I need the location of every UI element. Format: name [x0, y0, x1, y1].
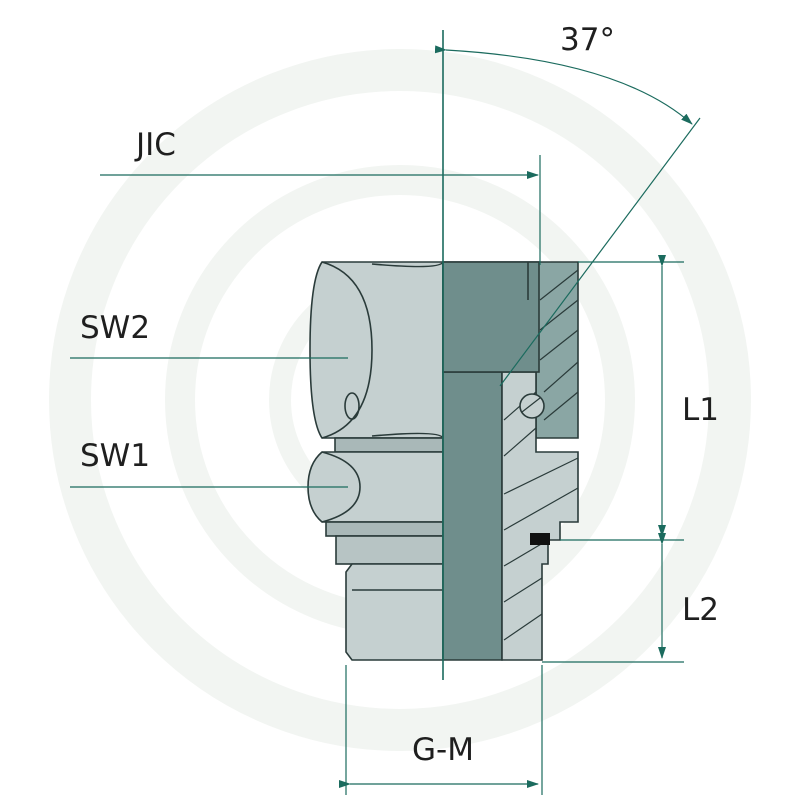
sw1-label: SW1 [80, 438, 150, 474]
collar [325, 521, 444, 537]
threaded-stud [345, 563, 444, 661]
snap-ring [519, 393, 545, 419]
sw2-label: SW2 [80, 310, 150, 346]
l2-label: L2 [682, 592, 719, 628]
undercut [335, 535, 444, 565]
l1-label: L1 [682, 392, 719, 428]
length-dimensions: L1 L2 [542, 255, 719, 663]
angle-dimension: 37° [434, 22, 701, 387]
seal-ring [530, 533, 550, 545]
jic-dimension: JIC [100, 127, 541, 265]
gm-label: G-M [412, 732, 474, 768]
fitting-external-view [307, 261, 444, 661]
section-hatching [503, 269, 579, 641]
jic-label: JIC [134, 127, 176, 163]
angle-label: 37° [560, 22, 615, 58]
gm-dimension: G-M [339, 665, 543, 795]
sw1-leader: SW1 [70, 438, 348, 488]
lower-hex [307, 451, 444, 523]
neck [334, 437, 444, 453]
fitting-section-view [442, 261, 579, 661]
body-section [442, 371, 503, 661]
upper-hex-nut [309, 261, 444, 439]
locking-wire-hole [344, 392, 360, 420]
sw2-leader: SW2 [70, 310, 348, 359]
